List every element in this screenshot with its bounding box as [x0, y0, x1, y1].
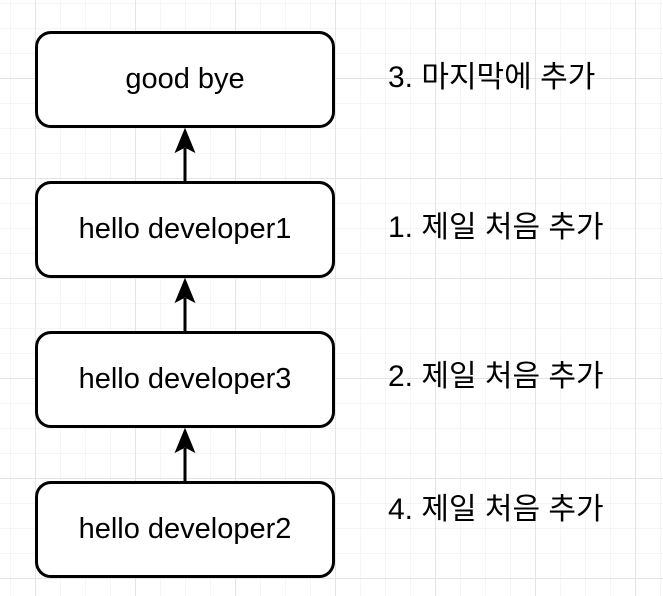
node-label: hello developer2 [78, 513, 292, 545]
annotation-label: 4. 제일 처음 추가 [388, 493, 604, 526]
node-hello-developer1: hello developer1 [35, 181, 335, 278]
annotation-label: 1. 제일 처음 추가 [388, 211, 604, 244]
node-good-bye: good bye [35, 31, 335, 128]
edge-arrow-up-icon [174, 128, 196, 181]
node-hello-developer2: hello developer2 [35, 481, 335, 578]
annotation-label: 3. 마지막에 추가 [388, 61, 596, 94]
annotation-label: 2. 제일 처음 추가 [388, 360, 604, 393]
node-label: hello developer1 [78, 213, 292, 245]
edge-arrow-up-icon [174, 428, 196, 481]
node-hello-developer3: hello developer3 [35, 331, 335, 428]
node-label: hello developer3 [78, 363, 292, 395]
edge-arrow-up-icon [174, 278, 196, 331]
node-label: good bye [125, 63, 245, 95]
